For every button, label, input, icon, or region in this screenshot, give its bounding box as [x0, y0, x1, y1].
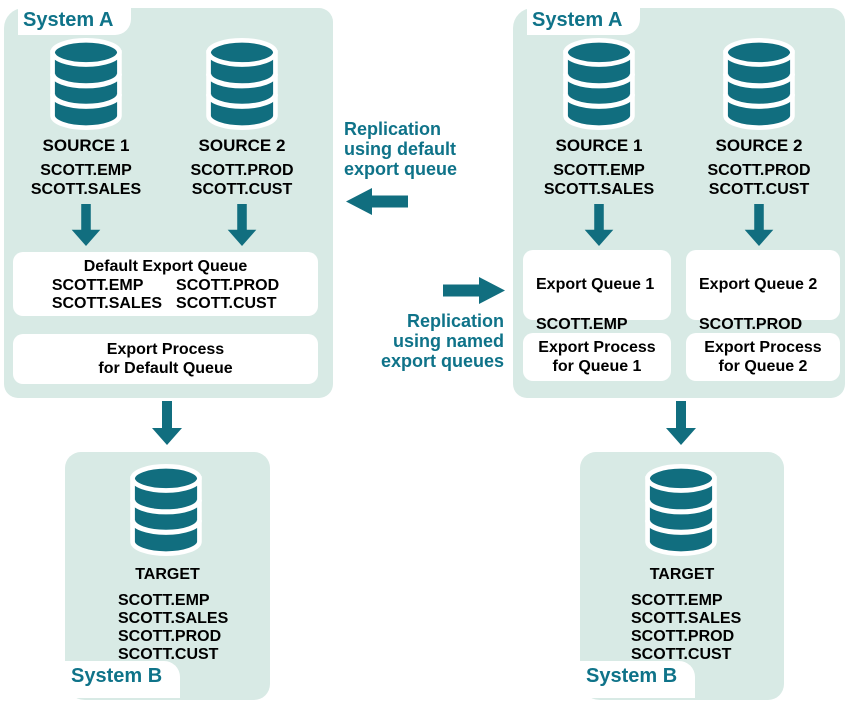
down-arrow-icon [71, 204, 101, 246]
system-a-label: System A [23, 9, 114, 31]
system-b-label: System B [586, 665, 678, 687]
target-tables: SCOTT.EMP SCOTT.SALES SCOTT.PROD SCOTT.C… [631, 592, 742, 663]
system-b-label-tab: System B [580, 661, 696, 698]
export-queue-2-box: Export Queue 2 SCOTT.PROD SCOTT.CUST [686, 250, 840, 353]
source2-tables: SCOTT.PROD SCOTT.CUST [190, 162, 294, 198]
system-a-panel-default: System A SOURCE 1 SOURCE 2 SCOTT.EMP SCO… [4, 8, 333, 398]
export-process-1-text: Export Process for Queue 1 [538, 339, 656, 375]
source1-name: SOURCE 1 [555, 136, 643, 155]
down-arrow-icon [227, 204, 257, 246]
source2-database-icon [206, 38, 278, 130]
export-process-box: Export Process for Default Queue [13, 334, 318, 384]
target-name: TARGET [649, 566, 715, 583]
export-process-1-box: Export Process for Queue 1 [523, 333, 671, 381]
export-process-2-text: Export Process for Queue 2 [704, 339, 822, 375]
export-process-2-box: Export Process for Queue 2 [686, 333, 840, 381]
system-b-label: System B [71, 665, 163, 687]
source2-name: SOURCE 2 [715, 136, 803, 155]
export-queue-1-box: Export Queue 1 SCOTT.EMP SCOTT.SALES [523, 250, 671, 353]
source2-tables: SCOTT.PROD SCOTT.CUST [707, 162, 811, 198]
system-a-label-tab: System A [527, 8, 641, 35]
target-name: TARGET [135, 566, 200, 583]
export-queue-2-title: Export Queue 2 [699, 276, 818, 293]
default-export-queue-box: Default Export Queue SCOTT.EMP SCOTT.SAL… [13, 252, 318, 316]
system-b-panel-named: TARGET SCOTT.EMP SCOTT.SALES SCOTT.PROD … [580, 452, 784, 700]
replication-default-label: Replication using default export queue [344, 119, 458, 179]
system-b-panel-default: TARGET SCOTT.EMP SCOTT.SALES SCOTT.PROD … [65, 452, 270, 700]
export-process-text: Export Process for Default Queue [98, 341, 233, 377]
right-arrow-icon [443, 277, 505, 304]
down-arrow-icon [666, 401, 696, 445]
left-arrow-icon [346, 188, 408, 215]
source2-database-icon [723, 38, 795, 130]
target-database-icon [645, 464, 717, 556]
source1-database-icon [50, 38, 122, 130]
source1-tables: SCOTT.EMP SCOTT.SALES [30, 162, 142, 198]
target-database-icon [130, 464, 202, 556]
system-a-label-tab: System A [18, 8, 132, 35]
target-tables: SCOTT.EMP SCOTT.SALES SCOTT.PROD SCOTT.C… [118, 592, 229, 663]
default-export-queue-title: Default Export Queue [83, 258, 248, 275]
replication-named-label: Replication using named export queues [380, 311, 504, 371]
down-arrow-icon [584, 204, 614, 246]
system-b-label-tab: System B [65, 661, 181, 698]
down-arrow-icon [152, 401, 182, 445]
source2-name: SOURCE 2 [198, 136, 286, 155]
queue-tables-col2: SCOTT.PROD SCOTT.CUST [176, 277, 280, 312]
source1-database-icon [563, 38, 635, 130]
down-arrow-icon [744, 204, 774, 246]
system-a-label: System A [532, 9, 623, 31]
source1-tables: SCOTT.EMP SCOTT.SALES [543, 162, 655, 198]
source1-name: SOURCE 1 [42, 136, 130, 155]
system-a-panel-named: System A SOURCE 1 SOURCE 2 SCOTT.EMP SCO… [513, 8, 845, 398]
export-queue-1-title: Export Queue 1 [536, 276, 655, 293]
queue-tables-col1: SCOTT.EMP SCOTT.SALES [51, 277, 163, 312]
